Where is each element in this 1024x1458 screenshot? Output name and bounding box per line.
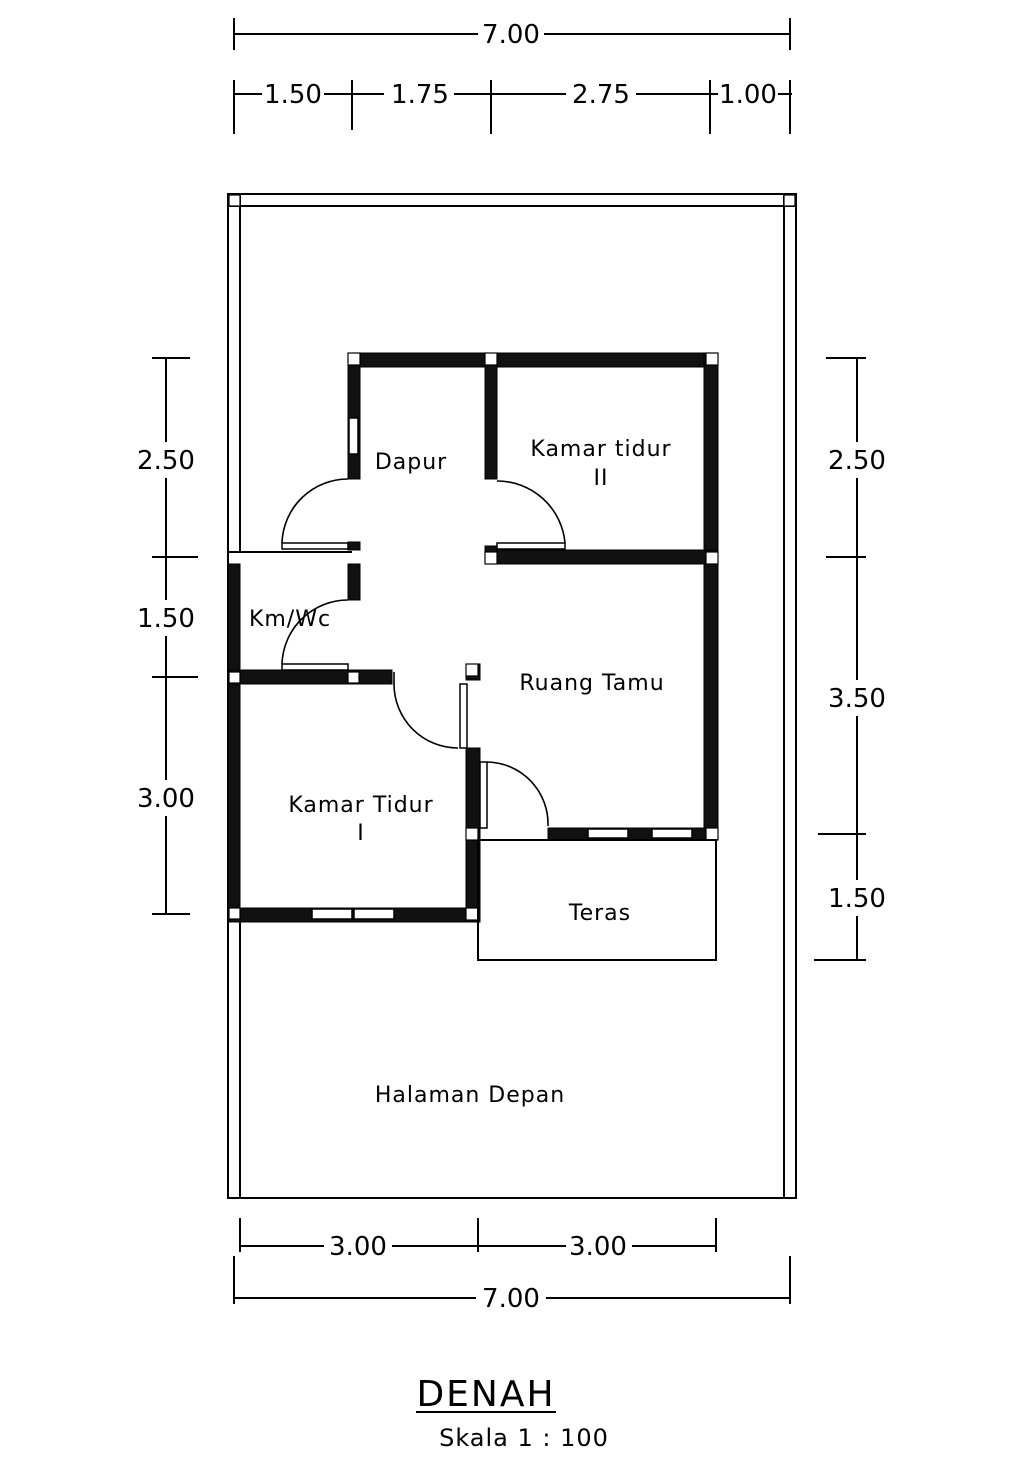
windows [311,417,693,920]
label-kamar-tidur-1: Kamar Tidur [288,793,433,818]
label-kamar-tidur-1-num: I [357,821,365,846]
bottom-seg-1: 3.00 [329,1232,387,1262]
label-teras: Teras [568,901,631,926]
label-ruang-tamu: Ruang Tamu [519,671,664,696]
top-seg-4: 1.00 [719,80,777,110]
top-total-label: 7.00 [482,20,540,50]
left-dimension: 2.50 1.50 3.00 [134,357,198,915]
room-labels: Dapur Kamar tidur II Km/Wc Ruang Tamu Ka… [249,437,671,1108]
label-kamar-tidur-2-num: II [594,466,609,491]
doors [281,478,566,829]
drawing-title: DENAH [416,1374,555,1415]
bottom-seg-2: 3.00 [569,1232,627,1262]
teras [477,839,717,961]
top-dimension-segments: 1.50 1.75 2.75 1.00 [233,80,792,134]
right-dimension: 2.50 3.50 1.50 [814,357,890,961]
label-halaman-depan: Halaman Depan [375,1083,565,1108]
top-seg-1: 1.50 [264,80,322,110]
label-kamar-tidur-2: Kamar tidur [530,437,671,462]
right-seg-3: 1.50 [828,884,886,914]
walls [227,352,719,923]
bottom-dimension-segments: 3.00 3.00 [239,1218,717,1262]
top-seg-2: 1.75 [391,80,449,110]
drawing-scale: Skala 1 : 100 [439,1424,609,1452]
left-seg-1: 2.50 [137,446,195,476]
left-seg-3: 3.00 [137,784,195,814]
top-seg-3: 2.75 [572,80,630,110]
left-seg-2: 1.50 [137,604,195,634]
right-seg-2: 3.50 [828,684,886,714]
right-seg-1: 2.50 [828,446,886,476]
label-kmwc: Km/Wc [249,607,331,632]
title-block: DENAH Skala 1 : 100 [416,1374,609,1452]
bottom-dimension-total: 7.00 [233,1256,791,1314]
wall-posts [228,352,719,921]
label-dapur: Dapur [375,450,447,475]
top-dimension-total: 7.00 [233,18,791,50]
bottom-total-label: 7.00 [482,1284,540,1314]
